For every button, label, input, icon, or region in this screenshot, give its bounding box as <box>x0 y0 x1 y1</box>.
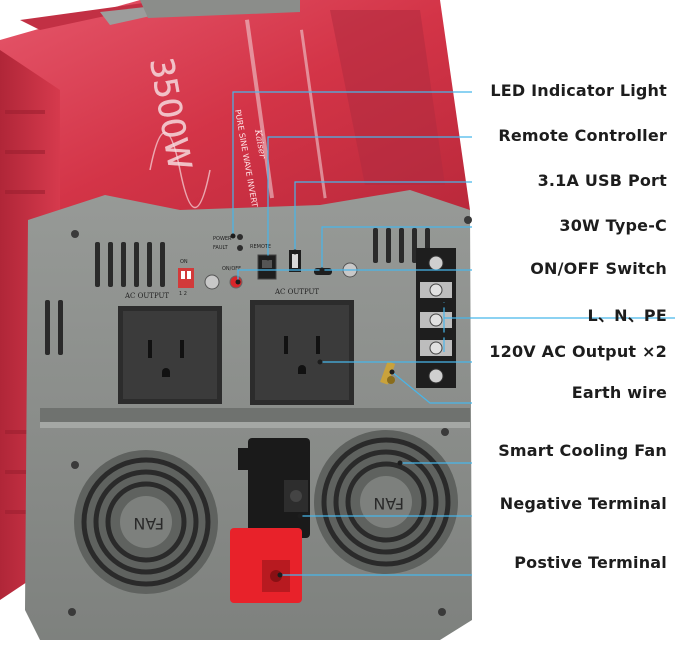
upper-vents <box>45 228 430 355</box>
housing-top <box>0 0 470 230</box>
callout-negative-terminal: Negative Terminal <box>499 494 667 513</box>
ac-outlet-right: AC OUTPUT <box>250 288 354 405</box>
callout-on-off-switch: ON/OFF Switch <box>530 259 667 278</box>
fan-right: FAN <box>314 430 458 574</box>
svg-text:REMOTE: REMOTE <box>250 244 271 250</box>
callout-usb-port: 3.1A USB Port <box>537 171 667 190</box>
callout-earth-wire: Earth wire <box>571 383 667 402</box>
screws <box>68 216 472 616</box>
dip-switch: ON 1 2 <box>178 259 194 297</box>
svg-text:POWER: POWER <box>213 236 232 242</box>
svg-text:FAN: FAN <box>373 494 404 513</box>
svg-text:1 2: 1 2 <box>179 291 187 297</box>
callout-lines <box>232 91 675 576</box>
power-led <box>237 234 243 240</box>
callout-ac-output: 120V AC Output ×2 <box>489 342 667 361</box>
ac-outlet-left: AC OUTPUT <box>118 292 222 404</box>
svg-text:FAULT: FAULT <box>213 245 229 251</box>
svg-text:ON/OFF: ON/OFF <box>222 266 241 272</box>
svg-text:ON: ON <box>180 259 188 265</box>
svg-text:AC OUTPUT: AC OUTPUT <box>274 288 319 296</box>
fault-led <box>237 245 243 251</box>
earth-wire-post <box>380 361 396 385</box>
callout-positive-terminal: Postive Terminal <box>514 553 667 572</box>
control-cluster: POWER FAULT ON/OFF REMOTE <box>213 234 332 289</box>
callout-type-c: 30W Type-C <box>559 216 667 235</box>
positive-terminal <box>230 528 302 603</box>
callout-remote-controller: Remote Controller <box>498 126 667 145</box>
negative-terminal <box>238 438 310 538</box>
waveform-graphic <box>149 132 211 208</box>
callout-dots <box>230 233 447 578</box>
fan-left: FAN <box>74 450 218 594</box>
callout-l-n-pe: L、N、PE <box>587 306 667 325</box>
callout-cooling-fan: Smart Cooling Fan <box>498 441 667 460</box>
svg-text:AC OUTPUT: AC OUTPUT <box>124 292 169 300</box>
svg-text:FAN: FAN <box>133 514 164 533</box>
callout-led-indicator-light: LED Indicator Light <box>490 81 667 100</box>
